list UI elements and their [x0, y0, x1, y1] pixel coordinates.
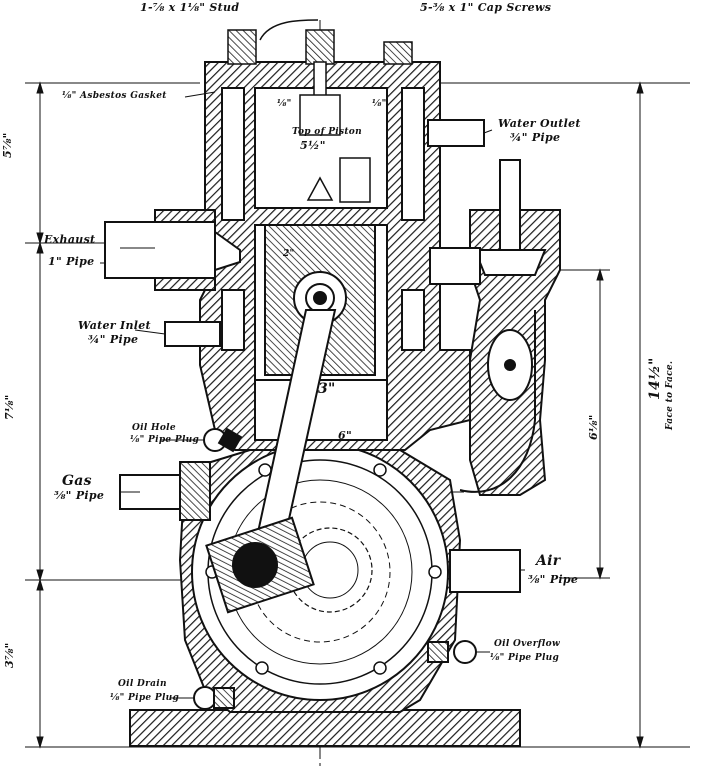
dim-top-left: 5⅞"	[1, 132, 14, 158]
label-eighth-right: ⅛"	[372, 99, 387, 109]
oil-hole-plug	[203, 427, 243, 453]
dim-overall: 14½"	[647, 357, 663, 400]
label-gas-2: ⅜" Pipe	[54, 489, 105, 502]
label-eighth-left: ⅛"	[277, 99, 292, 109]
crankcase	[178, 438, 462, 713]
label-cap-screws: 5-⅜ x 1" Cap Screws	[420, 1, 552, 14]
label-oil-overflow-2: ⅛" Pipe Plug	[490, 653, 560, 663]
oil-overflow-plug	[427, 640, 477, 664]
dim-two: 2"	[283, 249, 295, 259]
label-water-outlet-2: ¾" Pipe	[510, 131, 561, 144]
label-gas-1: Gas	[62, 473, 92, 489]
dim-bottom-left: 3⅞"	[3, 642, 16, 668]
label-oil-drain-1: Oil Drain	[118, 679, 167, 689]
dim-rod: 6"	[338, 429, 352, 442]
gas-pipe	[119, 461, 211, 521]
label-oil-drain-2: ⅛" Pipe Plug	[110, 693, 180, 703]
dim-overall-note: Face to Face.	[665, 360, 675, 430]
label-oil-hole-1: Oil Hole	[132, 423, 176, 433]
connecting-rod	[205, 309, 337, 614]
label-water-outlet-1: Water Outlet	[498, 117, 581, 130]
leader-lines	[120, 91, 525, 699]
label-oil-overflow-1: Oil Overflow	[494, 639, 560, 649]
valve-chamber	[299, 94, 371, 203]
label-bore-top: 5½"	[300, 139, 326, 152]
water-inlet-pipe	[164, 321, 221, 347]
label-water-inlet-2: ¾" Pipe	[88, 333, 139, 346]
dim-right-inner: 6⅛"	[587, 414, 600, 440]
label-air-1: Air	[536, 553, 561, 569]
label-exhaust-1: Exhaust	[44, 233, 96, 246]
dim-stroke: 3"	[318, 381, 336, 397]
label-stud: 1-⅞ x 1⅛" Stud	[140, 1, 240, 14]
label-water-inlet-1: Water Inlet	[78, 319, 151, 332]
label-gasket: ⅛" Asbestos Gasket	[62, 91, 167, 101]
dim-mid-left: 7⅛"	[3, 394, 16, 420]
label-top-piston: Top of Piston	[292, 127, 362, 137]
gas-valve-assembly	[459, 159, 561, 496]
exhaust-pipe	[104, 209, 241, 291]
oil-drain-plug	[193, 686, 235, 710]
water-outlet-pipe	[427, 119, 485, 147]
label-exhaust-2: 1" Pipe	[48, 255, 95, 268]
inlet-port	[429, 247, 481, 285]
label-oil-hole-2: ⅛" Pipe Plug	[130, 435, 200, 445]
label-air-2: ⅜" Pipe	[528, 573, 579, 586]
air-pipe	[449, 549, 521, 593]
base-plate	[129, 709, 521, 747]
